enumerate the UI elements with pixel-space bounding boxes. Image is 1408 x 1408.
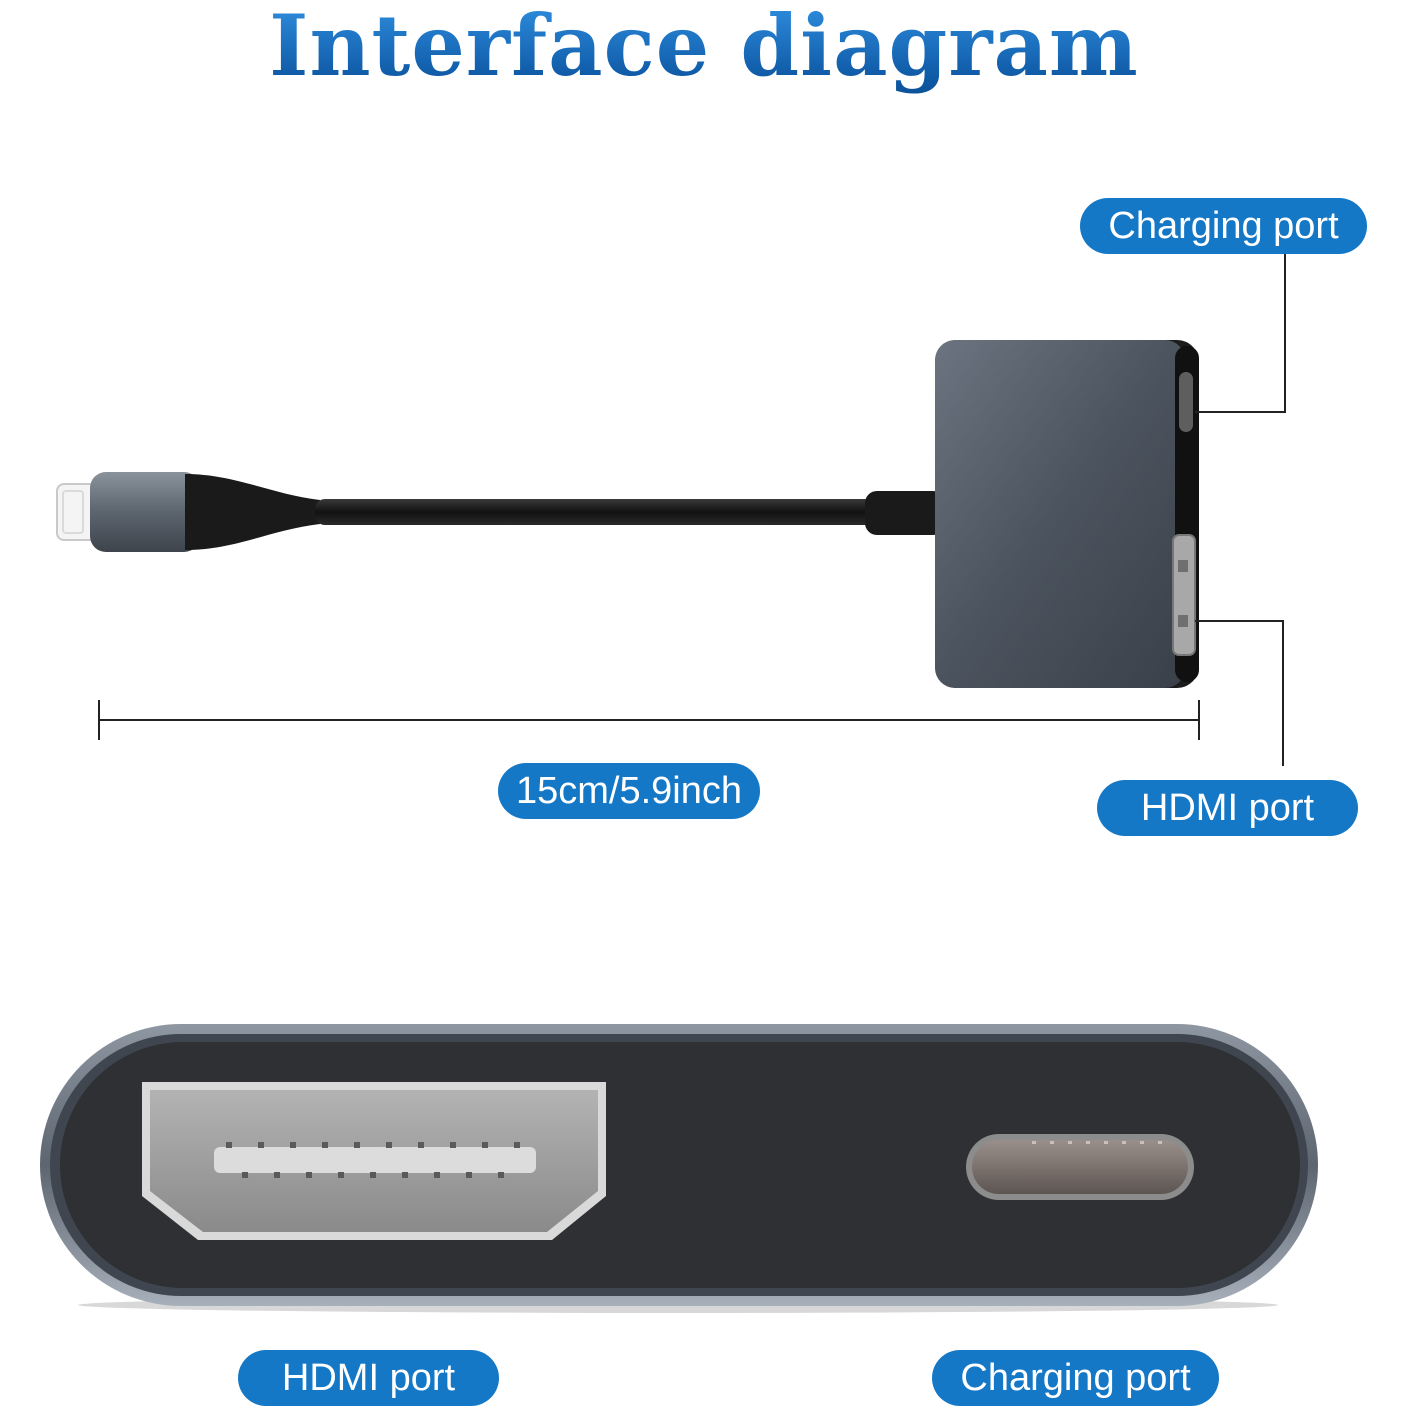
cable (315, 499, 875, 525)
hdmi-pins (226, 1142, 520, 1178)
diagram-title: Interface diagram (0, 0, 1408, 110)
charging-port-slot (1179, 372, 1193, 432)
adapter-body (935, 340, 1199, 688)
hdmi-port-slot (1172, 534, 1196, 656)
hdmi-port-label-bottom: HDMI port (238, 1350, 499, 1406)
cable-strain-relief (865, 491, 945, 535)
charging-port-label-top: Charging port (1080, 198, 1367, 254)
hdmi-port-label-right: HDMI port (1097, 780, 1358, 836)
lightning-plug-housing (90, 472, 320, 552)
charging-port-label-bottom: Charging port (932, 1350, 1219, 1406)
charging-port-end-view (966, 1134, 1194, 1200)
length-dimension-line (98, 700, 1200, 740)
hdmi-port-leader-line (1195, 620, 1284, 766)
hdmi-port-end-view (142, 1082, 606, 1240)
length-label: 15cm/5.9inch (498, 763, 760, 819)
